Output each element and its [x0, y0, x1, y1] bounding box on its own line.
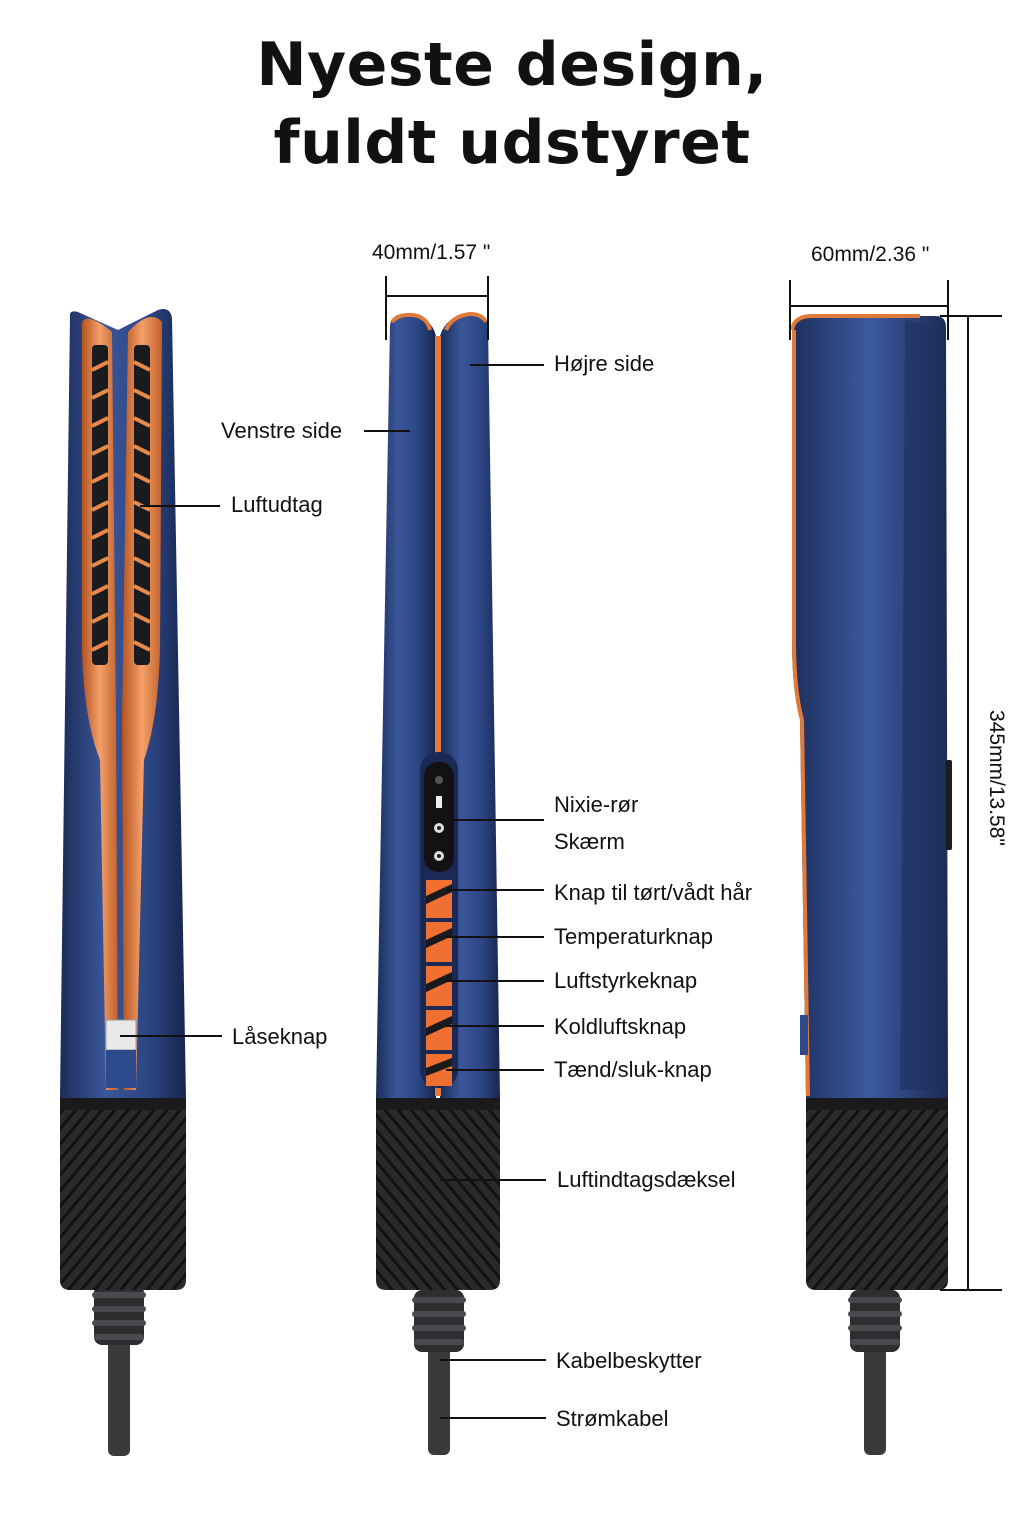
label-temperature-button: Temperaturknap — [554, 924, 713, 949]
label-air-intake-cover: Luftindtagsdæksel — [557, 1167, 736, 1192]
label-air-outlet: Luftudtag — [231, 492, 323, 517]
power-cable-left — [108, 1340, 130, 1456]
dimension-width-side: 60mm/2.36 " — [811, 243, 930, 266]
nixie-display — [424, 762, 454, 872]
label-power-button: Tænd/sluk-knap — [554, 1057, 712, 1082]
dimension-lines — [385, 276, 1002, 1291]
cable-protector-left — [92, 1285, 146, 1345]
button-stack — [426, 880, 452, 1086]
air-intake-right — [806, 1098, 948, 1290]
label-dry-wet-button: Knap til tørt/vådt hår — [554, 880, 753, 905]
copper-arm-left — [82, 318, 118, 1091]
device-front-closed — [376, 311, 500, 1455]
air-intake-middle — [376, 1098, 500, 1290]
label-right-side: Højre side — [554, 351, 655, 376]
center-seam — [435, 336, 441, 1096]
leader-lines — [120, 364, 546, 1419]
label-power-cable: Strømkabel — [556, 1406, 669, 1431]
label-lock-button: Låseknap — [232, 1024, 328, 1049]
vent-ribs — [91, 360, 151, 652]
copper-arm-right — [122, 316, 162, 1090]
label-airflow-button: Luftstyrkeknap — [554, 968, 698, 993]
power-cable-right — [864, 1345, 886, 1455]
air-intake-left — [60, 1098, 186, 1290]
cable-protector-right — [848, 1290, 902, 1352]
device-front-open — [60, 309, 186, 1456]
label-cable-protector: Kabelbeskytter — [556, 1348, 702, 1373]
power-cable-middle — [428, 1345, 450, 1455]
dimension-width-front: 40mm/1.57 " — [372, 241, 491, 264]
lock-slider-track — [106, 1050, 136, 1088]
cable-protector-middle — [412, 1290, 466, 1352]
device-side — [790, 314, 952, 1455]
label-screen: Skærm — [554, 829, 625, 854]
label-nixie-tube: Nixie-rør — [554, 792, 639, 817]
label-left-side: Venstre side — [221, 418, 343, 443]
dimension-length: 345mm/13.58" — [985, 710, 1008, 846]
headline-line-2: fuldt udstyret — [273, 108, 751, 178]
label-cold-air-button: Koldluftsknap — [554, 1014, 687, 1039]
headline-line-1: Nyeste design, — [256, 30, 768, 100]
